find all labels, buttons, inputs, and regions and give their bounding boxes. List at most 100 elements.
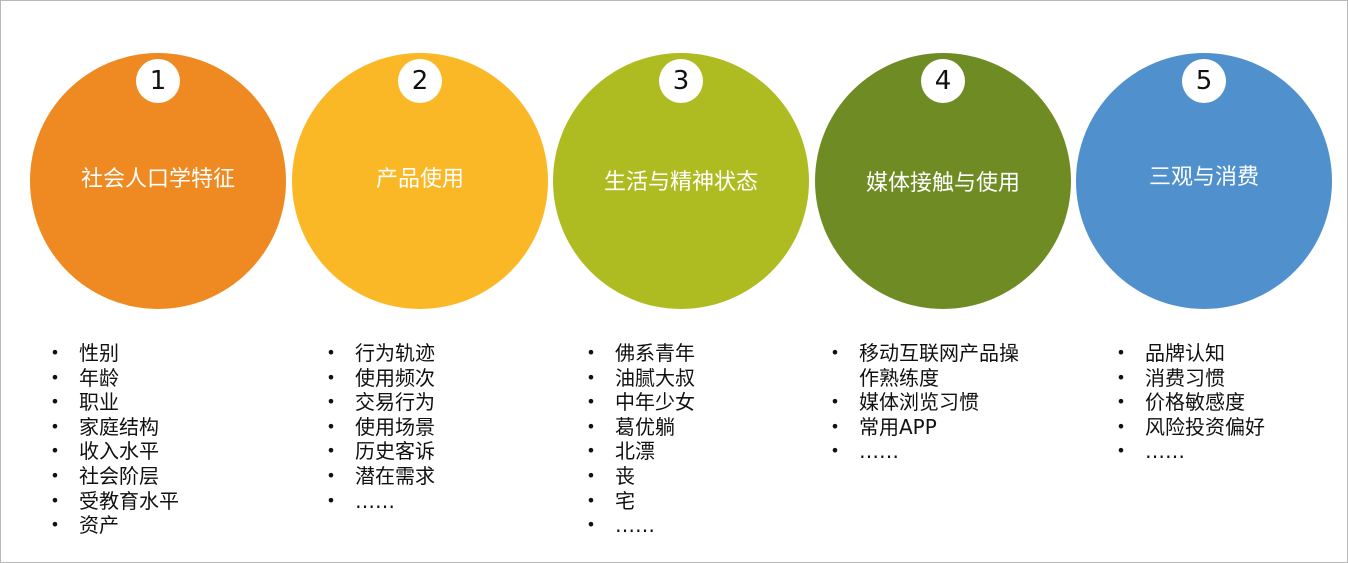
- bullet-icon: •: [326, 367, 336, 387]
- list-item-text: 消费习惯: [1145, 365, 1225, 390]
- list-item-text: ……: [1145, 439, 1185, 464]
- bullet-icon: •: [50, 441, 60, 461]
- category-title-5: 三观与消费: [1148, 165, 1259, 190]
- list-item-text: 价格敏感度: [1145, 390, 1245, 415]
- bullet-icon: •: [1116, 416, 1126, 436]
- list-item: •丧: [585, 464, 825, 489]
- list-item: • 佛系青年: [585, 341, 825, 366]
- list-item: • 常用APP: [829, 415, 1069, 440]
- bullet-icon: •: [830, 343, 840, 362]
- category-list-4: • 移动互联网产品操作熟练度 • 媒体浏览习惯 • 常用APP•……: [829, 341, 1069, 464]
- bullet-icon: •: [586, 441, 596, 461]
- category-title-4: 媒体接触与使用: [865, 171, 1020, 196]
- list-item-text: 佛系青年: [615, 341, 695, 365]
- list-item: • 移动互联网产品操作熟练度: [829, 341, 1069, 390]
- bullet-icon: •: [830, 392, 840, 412]
- bullet-icon: •: [326, 416, 336, 436]
- category-circle-3: 3 生活与精神状态: [553, 53, 809, 309]
- list-item: • 家庭结构: [49, 415, 289, 440]
- list-item-text: 职业: [79, 390, 119, 415]
- list-item: • 受教育水平: [49, 489, 289, 514]
- bullet-icon: •: [586, 465, 596, 485]
- list-item: •收入水平: [49, 439, 289, 464]
- bullet-icon: •: [50, 416, 60, 436]
- list-item-text: 油腻大叔: [615, 365, 695, 390]
- list-item-text: 行为轨迹: [355, 341, 435, 365]
- bullet-icon: •: [326, 392, 336, 412]
- list-item-text: 使用频次: [355, 365, 435, 390]
- category-number-badge-4: 4: [921, 59, 965, 103]
- bullet-icon: •: [586, 416, 596, 436]
- bullet-icon: •: [50, 343, 60, 362]
- list-item: •……: [1115, 439, 1335, 464]
- bullet-icon: •: [830, 416, 840, 436]
- list-item: • 使用场景: [325, 415, 565, 440]
- list-item: •油腻大叔: [585, 366, 825, 391]
- category-list-3: •佛系青年•油腻大叔•中年少女•葛优躺•北漂•丧•宅•……: [585, 341, 825, 538]
- list-item-text: ……: [859, 439, 899, 464]
- list-item-text: 媒体浏览习惯: [859, 390, 979, 415]
- category-circle-1: 1 社会人口学特征: [30, 53, 286, 309]
- list-item-text: 移动互联网产品操作熟练度: [859, 341, 1019, 390]
- bullet-icon: •: [50, 490, 60, 510]
- list-item: • 媒体浏览习惯: [829, 390, 1069, 415]
- list-item: • 年龄: [49, 366, 289, 391]
- bullet-icon: •: [50, 515, 60, 535]
- list-item-text: 历史客诉: [355, 439, 435, 464]
- bullet-icon: •: [586, 392, 596, 412]
- bullet-icon: •: [586, 490, 596, 510]
- list-item-text: 风险投资偏好: [1145, 414, 1265, 439]
- list-item: • 潜在需求: [325, 464, 565, 489]
- bullet-icon: •: [1116, 343, 1126, 362]
- category-circle-4: 4 媒体接触与使用: [815, 53, 1071, 309]
- category-title-3: 生活与精神状态: [603, 170, 758, 195]
- list-item: •宅: [585, 489, 825, 514]
- bullet-icon: •: [50, 367, 60, 387]
- list-item-text: 葛优躺: [615, 414, 675, 439]
- list-item-text: 品牌认知: [1145, 341, 1225, 365]
- category-circle-2: 2 产品使用: [292, 53, 548, 309]
- list-item-text: 使用场景: [355, 414, 435, 439]
- list-item: •职业: [49, 390, 289, 415]
- bullet-icon: •: [586, 515, 596, 535]
- list-item-text: 丧: [615, 463, 635, 488]
- category-list-2: • 行为轨迹 • 使用频次 • 交易行为 • 使用场景 • 历史客诉 • 潜在需求 • ……: [325, 341, 565, 513]
- list-item-text: 宅: [615, 488, 635, 513]
- category-number-badge-3: 3: [659, 59, 703, 103]
- category-number-badge-5: 5: [1182, 59, 1226, 103]
- category-number-badge-2: 2: [398, 59, 442, 103]
- list-item-text: 中年少女: [615, 390, 695, 415]
- category-list-5: • 品牌认知 • 消费习惯 • 价格敏感度 • 风险投资偏好•……: [1115, 341, 1335, 464]
- bullet-icon: •: [326, 343, 336, 362]
- list-item-text: ……: [615, 513, 655, 538]
- bullet-icon: •: [326, 490, 336, 510]
- bullet-icon: •: [586, 343, 596, 362]
- list-item: • 历史客诉: [325, 439, 565, 464]
- list-item: • 中年少女: [585, 390, 825, 415]
- bullet-icon: •: [1116, 392, 1126, 412]
- category-number-badge-1: 1: [136, 59, 180, 103]
- list-item: • 风险投资偏好: [1115, 415, 1335, 440]
- list-item-text: 性别: [79, 341, 119, 365]
- category-list-1: •性别•年龄•职业•家庭结构•收入水平•社会阶层•受教育水平•资产: [49, 341, 289, 538]
- list-item: •资产: [49, 513, 289, 538]
- category-title-2: 产品使用: [375, 167, 464, 192]
- bullet-icon: •: [326, 441, 336, 461]
- list-item-text: 年龄: [79, 365, 119, 390]
- list-item: •……: [829, 439, 1069, 464]
- list-item-text: 北漂: [615, 439, 655, 464]
- list-item-text: ……: [355, 488, 395, 513]
- bullet-icon: •: [1116, 367, 1126, 387]
- list-item-text: 常用APP: [859, 414, 937, 439]
- list-item-text: 潜在需求: [355, 463, 435, 488]
- list-item: • 葛优躺: [585, 415, 825, 440]
- bullet-icon: •: [50, 465, 60, 485]
- list-item-text: 家庭结构: [79, 414, 159, 439]
- list-item-text: 受教育水平: [79, 488, 179, 513]
- list-item: • 行为轨迹: [325, 341, 565, 366]
- list-item: •社会阶层: [49, 464, 289, 489]
- category-circle-5: 5 三观与消费: [1076, 53, 1332, 309]
- list-item: • 使用频次: [325, 366, 565, 391]
- bullet-icon: •: [326, 465, 336, 485]
- list-item-text: 交易行为: [355, 390, 435, 415]
